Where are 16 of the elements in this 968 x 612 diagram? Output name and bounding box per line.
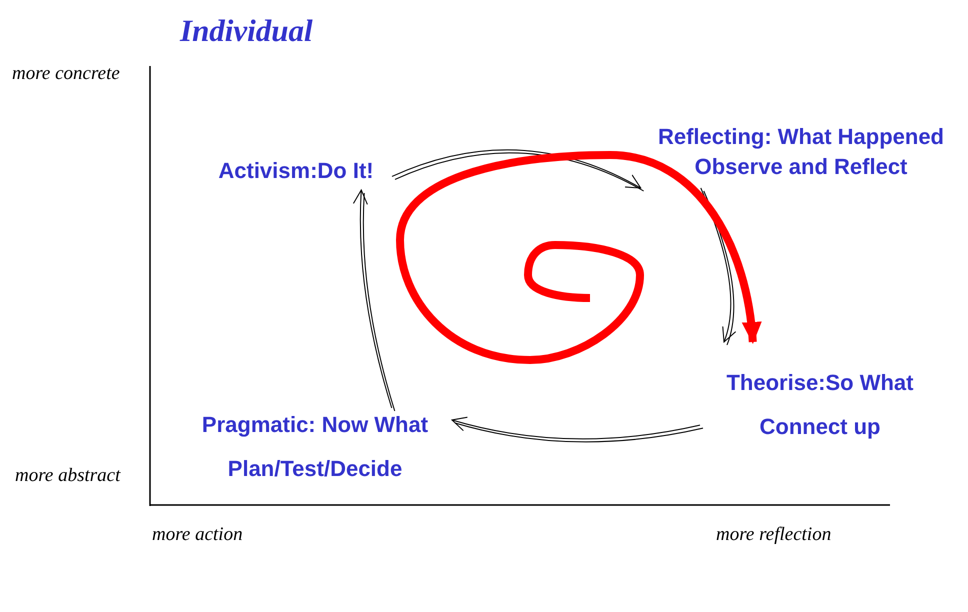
curved-double-arrow	[452, 416, 704, 442]
axis-label: more action	[152, 523, 243, 547]
axis-label: more concrete	[12, 62, 120, 86]
spiral-arrow	[396, 151, 761, 364]
stage-label: Connect up	[760, 414, 880, 440]
stage-label: Activism:Do It!	[218, 158, 374, 184]
diagram-title: Individual	[180, 12, 313, 50]
stage-label: Reflecting: What Happened	[658, 124, 944, 150]
curved-double-arrow	[392, 150, 644, 192]
stage-label: Observe and Reflect	[694, 154, 908, 180]
curved-double-arrow	[353, 190, 396, 412]
axis-label: more abstract	[15, 464, 120, 488]
stage-label: Theorise:So What	[726, 370, 914, 396]
axis-label: more reflection	[716, 523, 832, 547]
stage-label: Plan/Test/Decide	[228, 456, 402, 482]
stage-label: Pragmatic: Now What	[202, 412, 428, 438]
